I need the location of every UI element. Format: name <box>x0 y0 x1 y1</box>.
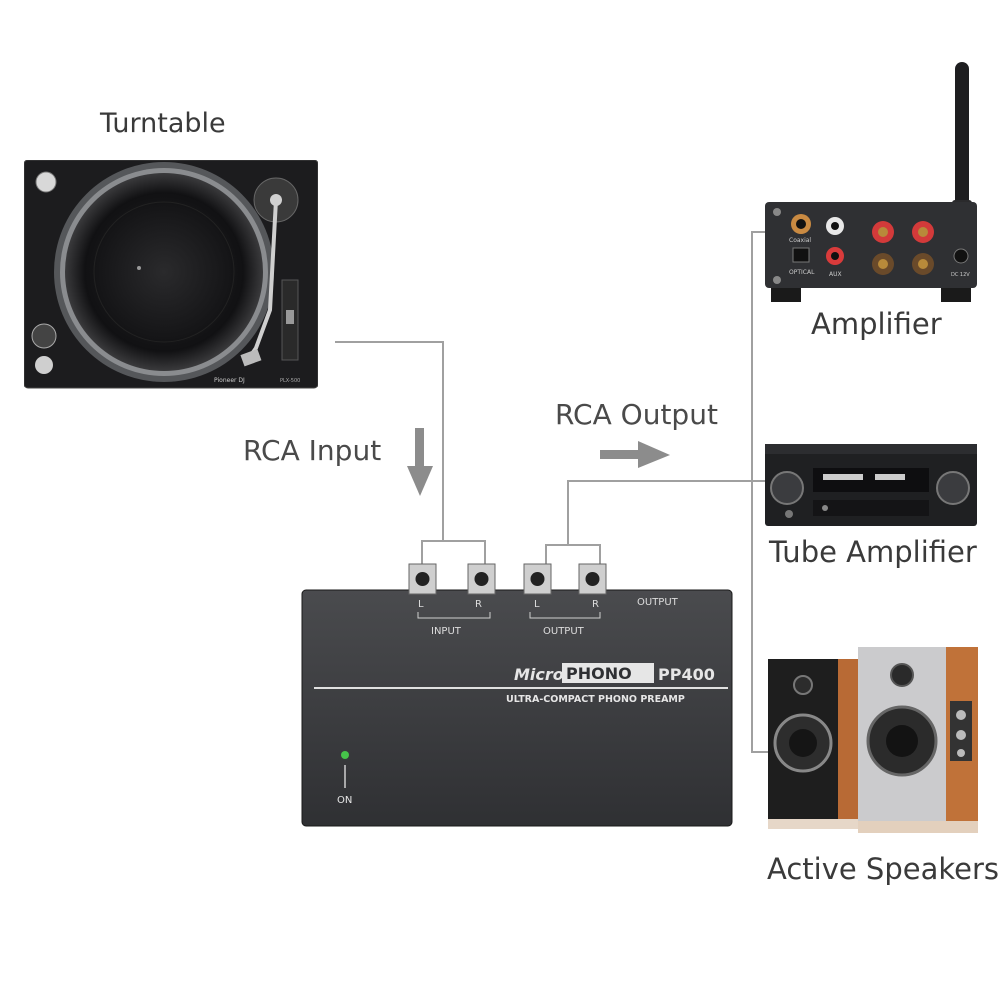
jack-label-l-input: L <box>418 599 424 610</box>
tube-amplifier-image <box>765 444 977 526</box>
brand-micro: Micro <box>514 665 564 684</box>
turntable-model: PLX-500 <box>280 378 300 384</box>
output-label: OUTPUT <box>543 626 585 637</box>
turntable-label: Turntable <box>100 108 226 139</box>
jack-label-l-output: L <box>534 599 540 610</box>
rca-input-label: RCA Input <box>243 434 382 467</box>
amp-optical-label: OPTICAL <box>789 269 815 276</box>
active-speakers-label: Active Speakers <box>767 852 999 886</box>
tube-amplifier-label: Tube Amplifier <box>769 535 977 569</box>
rca-jacks <box>408 563 607 595</box>
output-label-top: OUTPUT <box>637 597 679 608</box>
model-name: PP400 <box>658 665 715 684</box>
right-arrow-icon <box>600 441 670 468</box>
turntable-brand: Pioneer DJ <box>214 377 245 384</box>
amp-cable <box>751 231 776 753</box>
amp-coaxial-label: Coaxial <box>789 237 811 244</box>
turntable-image: Pioneer DJ PLX-500 <box>24 160 318 389</box>
down-arrow-icon <box>407 428 433 496</box>
power-led <box>341 751 349 759</box>
input-split <box>421 540 486 565</box>
active-speakers-image <box>768 647 978 833</box>
amplifier-label: Amplifier <box>811 307 942 341</box>
amp-dc-label: DC 12V <box>951 272 970 278</box>
input-label: INPUT <box>431 626 462 637</box>
jack-label-r-input: R <box>475 599 482 610</box>
preamp-subtitle: ULTRA-COMPACT PHONO PREAMP <box>506 694 685 705</box>
brand-phono: PHONO <box>566 664 632 683</box>
turntable-cable <box>335 341 444 541</box>
amplifier-image: Coaxial OPTICAL AUX DC 12V <box>765 62 977 302</box>
power-label: ON <box>337 795 352 806</box>
amp-aux-label: AUX <box>829 271 842 278</box>
preamp-device: L R L R INPUT OUTPUT OUTPUT Micro PHONO … <box>301 563 733 827</box>
rca-output-label: RCA Output <box>555 398 718 431</box>
output-split <box>545 544 601 565</box>
output-cable <box>567 480 765 545</box>
jack-label-r-output: R <box>592 599 599 610</box>
